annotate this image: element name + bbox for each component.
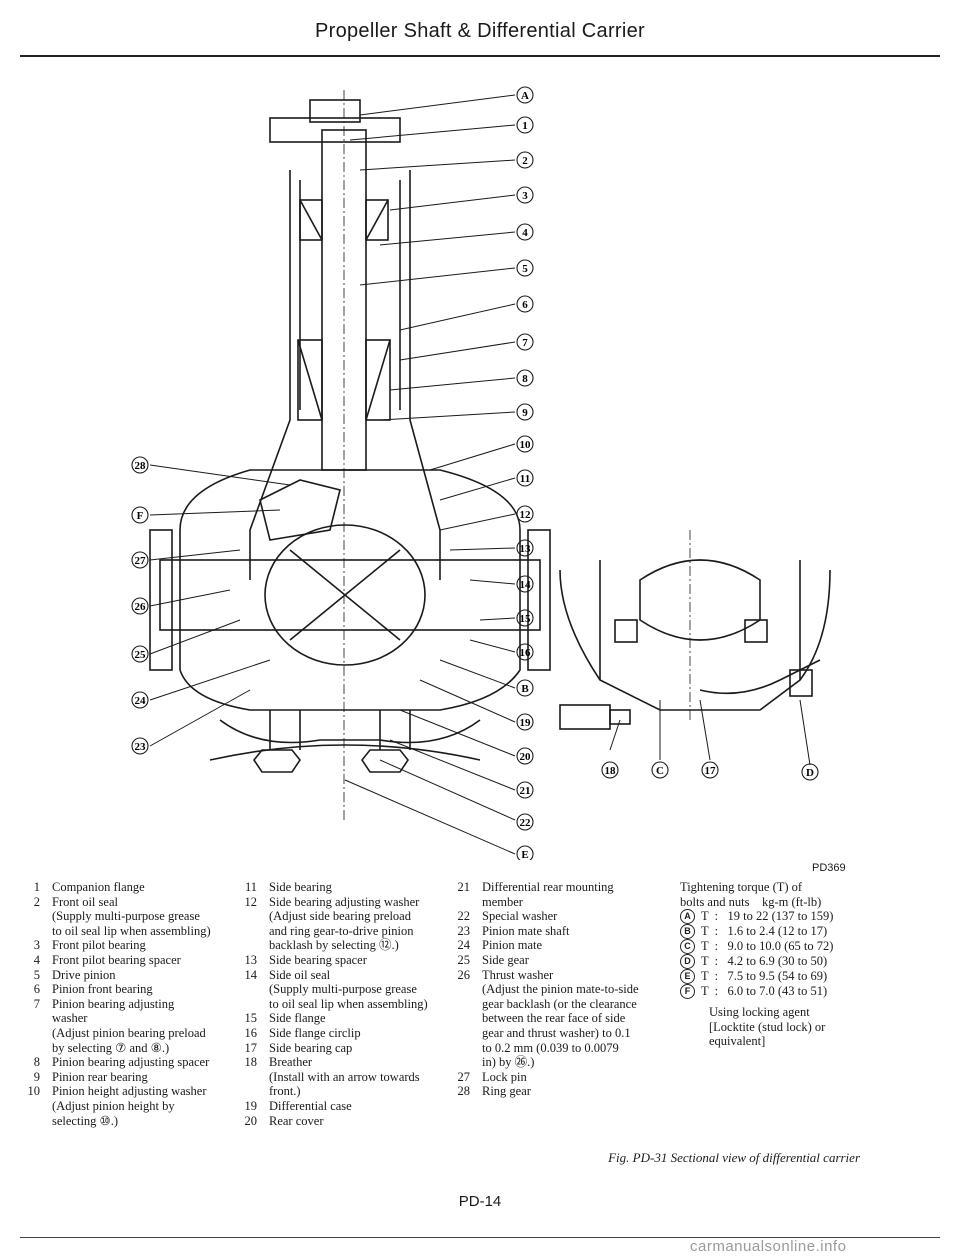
callout-marker: 21: [516, 781, 534, 799]
svg-text:6: 6: [522, 299, 528, 311]
svg-text:25: 25: [135, 649, 147, 661]
svg-text:12: 12: [520, 509, 532, 521]
svg-text:11: 11: [520, 473, 530, 485]
callout-marker: 1: [516, 116, 534, 134]
callout-marker: 8: [516, 369, 534, 387]
svg-text:9: 9: [522, 407, 528, 419]
callout-marker: 18: [601, 761, 619, 779]
callouts-left: 28 F 27 26 25 24 23: [131, 456, 149, 755]
svg-text:C: C: [656, 765, 664, 777]
callout-marker: B: [516, 679, 534, 697]
torque-mark-e: E: [680, 969, 695, 985]
detail-view-drawing: [559, 530, 831, 730]
sectional-drawing: A 1 2 3 4 5 6 7 8 9 10 11 12 13 14 15 16…: [131, 86, 831, 860]
torque-mark-f: F: [680, 984, 695, 1000]
svg-text:24: 24: [135, 695, 147, 707]
svg-text:20: 20: [520, 751, 532, 763]
svg-text:18: 18: [605, 765, 617, 777]
callout-marker: 23: [131, 737, 149, 755]
figure-caption: Fig. PD-31 Sectional view of differentia…: [608, 1150, 860, 1165]
svg-text:B: B: [521, 683, 529, 695]
callout-marker: E: [516, 845, 534, 860]
callout-marker: 2: [516, 151, 534, 169]
svg-text:D: D: [806, 767, 814, 779]
header-rule: [20, 55, 940, 57]
footer-rule: [20, 1237, 940, 1238]
differential-assembly-drawing: [149, 90, 551, 820]
callout-marker: 5: [516, 259, 534, 277]
svg-text:A: A: [521, 90, 529, 102]
callout-marker: 11: [516, 469, 534, 487]
callout-marker: 3: [516, 186, 534, 204]
callout-marker: 15: [516, 609, 534, 627]
svg-text:17: 17: [705, 765, 717, 777]
callout-marker: 4: [516, 223, 534, 241]
svg-text:27: 27: [135, 555, 147, 567]
svg-text:7: 7: [522, 337, 528, 349]
callout-marker: F: [131, 506, 149, 524]
svg-text:10: 10: [520, 439, 532, 451]
svg-text:15: 15: [520, 613, 532, 625]
svg-text:1: 1: [522, 120, 528, 132]
torque-specs: Tightening torque (T) of bolts and nuts …: [680, 880, 834, 1049]
callout-marker: 17: [701, 761, 719, 779]
callout-marker: 6: [516, 295, 534, 313]
callout-marker: A: [516, 86, 534, 104]
svg-text:26: 26: [135, 601, 147, 613]
page-number: PD-14: [458, 1193, 502, 1210]
callout-marker: 26: [131, 597, 149, 615]
svg-text:5: 5: [522, 263, 528, 275]
svg-text:19: 19: [520, 717, 532, 729]
callouts-detail: 18 C 17 D: [601, 761, 819, 781]
svg-text:23: 23: [135, 741, 147, 753]
figure-code: PD369: [812, 862, 846, 874]
callout-marker: 9: [516, 403, 534, 421]
callout-marker: 14: [516, 575, 534, 593]
callout-marker: 16: [516, 643, 534, 661]
svg-text:13: 13: [520, 543, 532, 555]
callout-marker: 22: [516, 813, 534, 831]
svg-text:3: 3: [522, 190, 528, 202]
svg-text:14: 14: [520, 579, 532, 591]
svg-text:E: E: [521, 849, 528, 860]
callouts-right: A 1 2 3 4 5 6 7 8 9 10 11 12 13 14 15 16…: [516, 86, 534, 860]
watermark-text: carmanualsonline.info: [690, 1238, 847, 1255]
callout-marker: 13: [516, 539, 534, 557]
torque-mark-c: C: [680, 939, 695, 955]
callout-marker: 7: [516, 333, 534, 351]
svg-text:21: 21: [520, 785, 531, 797]
leader-lines: [149, 94, 811, 855]
callout-marker: D: [801, 763, 819, 781]
svg-text:2: 2: [522, 155, 528, 167]
callout-marker: 27: [131, 551, 149, 569]
torque-mark-b: B: [680, 924, 695, 940]
callout-marker: 10: [516, 435, 534, 453]
callout-marker: 28: [131, 456, 149, 474]
svg-text:28: 28: [135, 460, 147, 472]
torque-mark-d: D: [680, 954, 695, 970]
svg-text:22: 22: [520, 817, 532, 829]
svg-text:4: 4: [522, 227, 528, 239]
callout-marker: C: [651, 761, 669, 779]
svg-text:16: 16: [520, 647, 532, 659]
svg-text:F: F: [137, 510, 144, 522]
callout-marker: 24: [131, 691, 149, 709]
page-header-title: Propeller Shaft & Differential Carrier: [314, 20, 646, 42]
callout-marker: 12: [516, 505, 534, 523]
svg-text:8: 8: [522, 373, 528, 385]
callout-marker: 25: [131, 645, 149, 663]
torque-mark-a: A: [680, 909, 695, 925]
callout-marker: 19: [516, 713, 534, 731]
callout-marker: 20: [516, 747, 534, 765]
